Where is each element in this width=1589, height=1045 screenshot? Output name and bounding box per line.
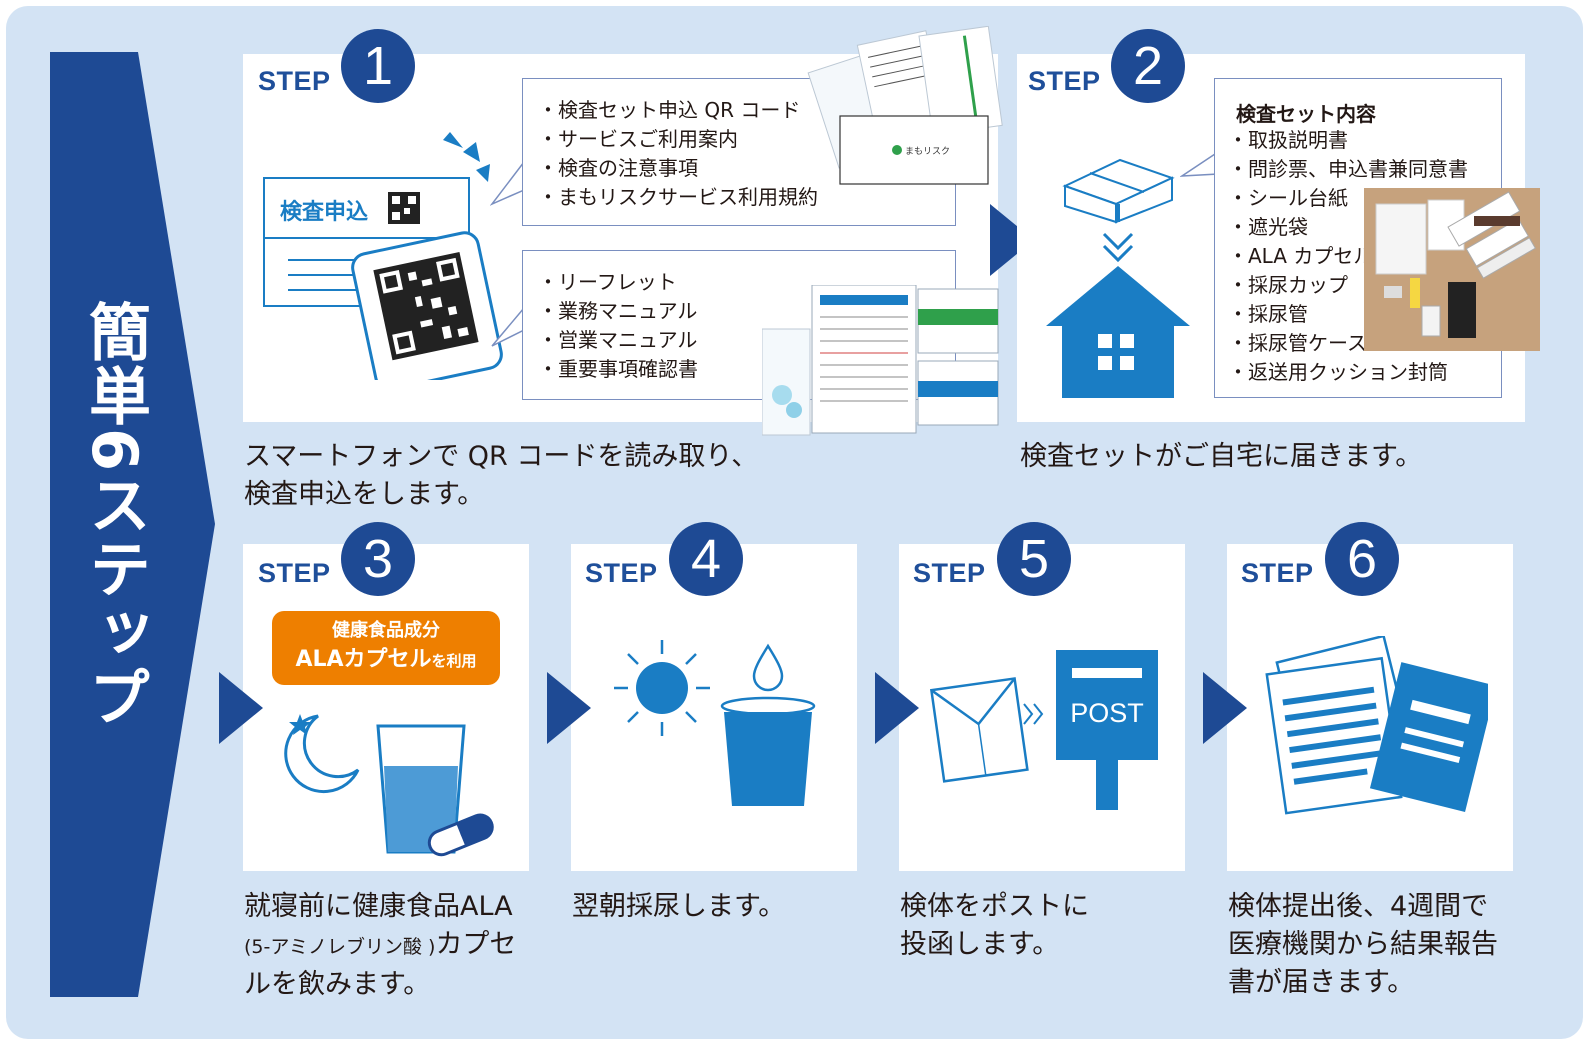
step4-label: STEP	[585, 558, 658, 588]
list-item: 採尿管ケース	[1228, 329, 1468, 358]
step3-number: 3	[341, 522, 415, 596]
list-item: ALA カプセル	[1228, 242, 1468, 271]
badge-line1: 健康食品成分	[332, 620, 440, 641]
qr-form-phone-icon	[263, 132, 503, 380]
caption-line: ルを飲みます。	[244, 969, 431, 1000]
step1-caption: スマートフォンで QR コードを読み取り、 検査申込をします。	[244, 438, 758, 514]
bubble-top-list: 検査セット申込 QR コード サービスご利用案内 検査の注意事項 まもリスクサー…	[538, 96, 818, 212]
list-item: リーフレット	[538, 268, 698, 297]
brand-text: まもリスク	[905, 146, 950, 157]
document-photo-icon: まもリスク	[807, 26, 1003, 185]
step2-label: STEP	[1028, 66, 1101, 96]
arrow-icon	[1203, 672, 1247, 744]
moon-glass-capsule-icon	[284, 714, 494, 857]
report-documents-icon	[1265, 636, 1488, 815]
step5-label: STEP	[913, 558, 986, 588]
step3-caption: 就寝前に健康食品ALA (5-アミノレブリン酸 )カプセ ルを飲みます。	[244, 888, 516, 1004]
step2-caption: 検査セットがご自宅に届きます。	[1020, 438, 1422, 476]
list-item: 返送用クッション封筒	[1228, 358, 1468, 387]
step1-number: 1	[341, 29, 415, 103]
caption-small: (5-アミノレブリン酸 )	[244, 936, 436, 958]
badge-line2: ALAカプセルを利用	[272, 645, 500, 676]
list-item: 採尿管	[1228, 300, 1468, 329]
page-title: 簡単6ステップ	[78, 300, 151, 730]
kit-photo-icon	[1364, 188, 1540, 351]
arrow-icon	[875, 672, 919, 744]
step4-number: 4	[669, 522, 743, 596]
badge-line2-suffix: を利用	[431, 652, 477, 670]
bubble-tail-bottom	[491, 300, 526, 350]
list-item: 問診票、申込書兼同意書	[1228, 155, 1468, 184]
list-item: 検査の注意事項	[538, 154, 818, 183]
form-label: 検査申込	[280, 200, 369, 225]
manual-photo-icon	[762, 285, 999, 436]
list-item: 検査セット申込 QR コード	[538, 96, 818, 125]
list-item: 取扱説明書	[1228, 126, 1468, 155]
bubble-bottom-list: リーフレット 業務マニュアル 営業マニュアル 重要事項確認書	[538, 268, 698, 384]
step1-label: STEP	[258, 66, 331, 96]
step2-number: 2	[1111, 29, 1185, 103]
caption-line: 検体提出後、4週間で	[1228, 891, 1489, 922]
list-item: まもリスクサービス利用規約	[538, 183, 818, 212]
arrow-icon	[547, 672, 591, 744]
contents-list: 取扱説明書 問診票、申込書兼同意書 シール台紙 遮光袋 ALA カプセル 採尿カ…	[1228, 126, 1468, 387]
ala-badge: 健康食品成分 ALAカプセルを利用	[272, 611, 500, 685]
contents-heading: 検査セット内容	[1236, 102, 1376, 126]
caption-line: 書が届きます。	[1228, 967, 1415, 998]
caption-line: スマートフォンで QR コードを読み取り、	[244, 441, 759, 472]
list-item: サービスご利用案内	[538, 125, 818, 154]
envelope-postbox-icon: POST	[929, 650, 1158, 810]
caption-rest: カプセ	[435, 929, 517, 960]
caption-line: 検査申込をします。	[244, 479, 485, 510]
step6-caption: 検体提出後、4週間で 医療機関から結果報告 書が届きます。	[1228, 888, 1498, 1002]
list-item: 採尿カップ	[1228, 271, 1468, 300]
package-house-icon	[1046, 158, 1190, 398]
caption-line: 検査セットがご自宅に届きます。	[1020, 441, 1423, 472]
list-item: 遮光袋	[1228, 213, 1468, 242]
step5-number: 5	[997, 522, 1071, 596]
list-item: 業務マニュアル	[538, 297, 698, 326]
bubble-tail-top	[490, 160, 526, 210]
caption-line: 投函します。	[900, 929, 1060, 960]
arrow-icon	[219, 672, 263, 744]
caption-line: 就寝前に健康食品ALA	[244, 891, 513, 922]
step5-caption: 検体をポストに 投函します。	[900, 888, 1089, 964]
step3-label: STEP	[258, 558, 331, 588]
post-text: POST	[1070, 698, 1144, 728]
list-item: 営業マニュアル	[538, 326, 698, 355]
caption-line: 医療機関から結果報告	[1228, 929, 1498, 960]
list-item: 重要事項確認書	[538, 355, 698, 384]
caption-line: (5-アミノレブリン酸 )カプセ	[244, 926, 516, 966]
step4-caption: 翌朝採尿します。	[572, 888, 785, 926]
caption-line: 検体をポストに	[900, 891, 1089, 922]
sun-cup-icon	[614, 640, 816, 806]
step6-number: 6	[1325, 522, 1399, 596]
badge-line2-main: ALAカプセル	[295, 647, 432, 672]
title-chevron	[50, 52, 215, 997]
caption-line: 翌朝採尿します。	[572, 891, 786, 922]
list-item: シール台紙	[1228, 184, 1468, 213]
step6-label: STEP	[1241, 558, 1314, 588]
